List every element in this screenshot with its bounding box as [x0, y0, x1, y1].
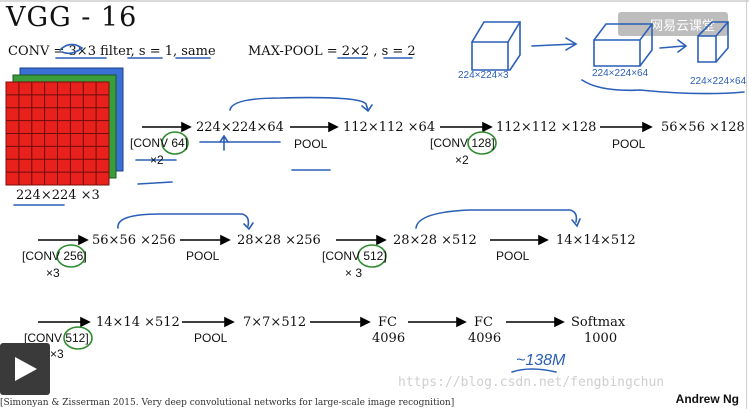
frame-right-border: [746, 0, 747, 409]
handwritten-annotations: [13, 21, 745, 373]
conv-definition: CONV = 3×3 filter, s = 1, same: [8, 44, 216, 59]
fc1-label: FC: [378, 315, 397, 330]
sketch-label-1: 224×224×3: [458, 70, 509, 81]
fc2-label: FC: [474, 315, 493, 330]
brand-logo-text: 网易云课堂: [650, 19, 716, 34]
output-112x112x128: 112×112 ×128: [496, 120, 597, 135]
output-56x56x128: 56×56 ×128: [661, 120, 745, 135]
sketch-label-3: 224×224×64: [690, 76, 747, 87]
conv256-repeat: ×3: [46, 266, 60, 280]
video-play-button[interactable]: [0, 343, 50, 395]
input-image-volume: [5, 67, 124, 186]
slide-title: VGG - 16: [6, 2, 138, 33]
input-size-label: 224×224 ×3: [16, 188, 100, 203]
author-credit: Andrew Ng: [675, 392, 739, 406]
output-7x7x512: 7×7×512: [243, 315, 307, 330]
pool-definition: MAX-POOL = 2×2 , s = 2: [248, 44, 416, 59]
param-count-note: ~138M: [516, 352, 566, 369]
pool2-label: POOL: [612, 137, 646, 151]
output-56x56x256: 56×56 ×256: [92, 233, 176, 248]
play-icon: [15, 357, 37, 381]
softmax-units: 1000: [584, 331, 618, 346]
conv512-label-b: [CONV 512]: [24, 331, 89, 345]
conv512-repeat-a: × 3: [345, 266, 363, 280]
output-14x14x512-b: 14×14 ×512: [96, 315, 180, 330]
row2-arrows: [38, 234, 549, 246]
fc1-units: 4096: [372, 331, 406, 346]
conv256-label: [CONV 256]: [22, 249, 87, 263]
pool4-label: POOL: [496, 249, 530, 263]
conv64-repeat: ×2: [150, 153, 164, 167]
pool5-label: POOL: [194, 331, 228, 345]
conv128-label: [CONV 128]: [430, 136, 495, 150]
conv512-label-a: [CONV 512]: [322, 249, 387, 263]
output-28x28x256: 28×28 ×256: [237, 233, 321, 248]
pool1-label: POOL: [294, 137, 328, 151]
paper-citation: [Simonyan & Zisserman 2015. Very deep co…: [0, 398, 455, 408]
pool3-label: POOL: [186, 249, 220, 263]
frame-top-border: [0, 0, 749, 2]
watermark-url: https://blog.csdn.net/fengbingchun: [398, 375, 665, 390]
output-14x14x512: 14×14×512: [556, 233, 636, 248]
conv64-label: [CONV 64]: [130, 136, 189, 150]
output-112x112x64: 112×112 ×64: [343, 120, 436, 135]
conv512-repeat-b: ×3: [50, 347, 64, 361]
softmax-label: Softmax: [571, 315, 626, 330]
output-28x28x512: 28×28 ×512: [393, 233, 477, 248]
fc2-units: 4096: [468, 331, 502, 346]
row3-arrows: [38, 316, 565, 328]
sketch-label-2: 224×224×64: [592, 68, 649, 79]
row1-arrows: [142, 121, 653, 133]
conv128-repeat: ×2: [455, 153, 469, 167]
output-224x224x64: 224×224×64: [196, 120, 284, 135]
green-circle-annotations: [56, 131, 497, 350]
